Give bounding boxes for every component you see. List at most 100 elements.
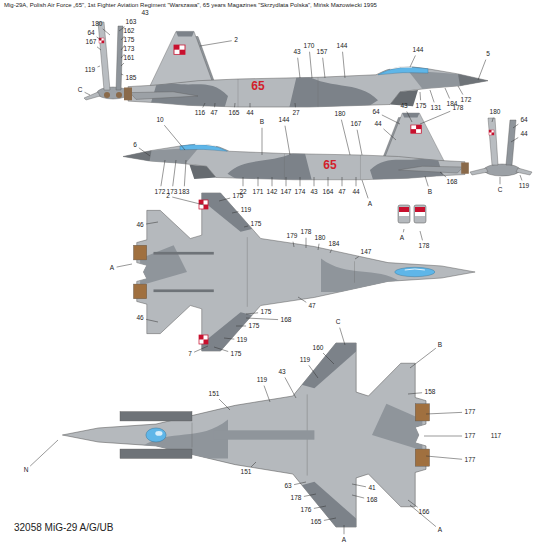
- callout-number: 151: [241, 469, 252, 476]
- view-letter: A: [342, 537, 346, 544]
- leader-line: [262, 128, 263, 155]
- callout-number: 175: [416, 103, 427, 110]
- callout-number: 144: [413, 47, 424, 54]
- leader-line: [243, 177, 244, 186]
- leader-line: [304, 494, 316, 496]
- leader-line: [117, 264, 132, 267]
- leader-line: [173, 160, 176, 186]
- callout-number: 177: [465, 433, 476, 440]
- callout-number: 177: [465, 409, 476, 416]
- side-view: [124, 31, 488, 113]
- callout-number: 5: [486, 51, 490, 58]
- leader-line: [164, 125, 185, 150]
- callout-number: 178: [301, 229, 312, 236]
- callout-number: 178: [453, 105, 464, 112]
- wing-insignia: [199, 335, 208, 344]
- leader-line: [250, 103, 251, 107]
- callout-number: 27: [292, 110, 299, 117]
- leader-line: [318, 244, 319, 250]
- leader-line: [520, 175, 522, 180]
- leader-line: [85, 92, 90, 95]
- leader-line: [513, 124, 518, 128]
- callout-number: 172: [461, 97, 472, 104]
- leader-line: [440, 172, 446, 177]
- leader-line: [309, 365, 318, 378]
- callout-number: 144: [337, 43, 348, 50]
- callout-number: 174: [295, 189, 306, 196]
- callout-number: 184: [329, 241, 340, 248]
- rear-view: [488, 118, 498, 165]
- bottom-view: [120, 449, 192, 458]
- leader-line: [408, 393, 422, 394]
- rear-view: [116, 26, 123, 90]
- top-view: [395, 267, 435, 276]
- leader-line: [310, 52, 312, 78]
- callout-number: 41: [368, 485, 375, 492]
- leader-line: [383, 129, 396, 140]
- bottom-view: [155, 431, 162, 436]
- callout-number: 63: [284, 483, 291, 490]
- rear-view: [98, 22, 110, 90]
- side-view: [123, 113, 469, 185]
- leader-line: [285, 126, 290, 155]
- callout-number: 176: [301, 507, 312, 514]
- intake-covers: [399, 212, 409, 216]
- leader-line: [340, 328, 345, 345]
- top-view: [133, 185, 475, 359]
- leader-line: [408, 500, 418, 507]
- leader-line: [244, 226, 248, 227]
- leader-line: [172, 197, 204, 205]
- callout-number: 147: [361, 249, 372, 256]
- leader-line: [194, 346, 208, 352]
- callout-number: 44: [246, 110, 253, 117]
- callout-number: 116: [195, 110, 205, 117]
- leader-line: [246, 318, 278, 320]
- leader-line: [492, 118, 493, 122]
- callout-number: 119: [237, 337, 247, 344]
- rear-view: [99, 38, 104, 43]
- leader-line: [203, 103, 205, 108]
- wing-insignia: [199, 200, 208, 209]
- bottom-view: [62, 334, 429, 537]
- leader-line: [184, 160, 186, 186]
- callout-number: 180: [335, 111, 346, 118]
- leader-line: [426, 456, 462, 459]
- callout-number: 168: [367, 497, 378, 504]
- callout-number: 119: [519, 183, 529, 190]
- callout-number: 165: [229, 110, 240, 117]
- callout-number: 161: [124, 55, 135, 62]
- view-letter: B: [438, 342, 442, 349]
- sheet-number: 32058 MiG-29 A/G/UB: [14, 523, 114, 533]
- callout-number: 180: [490, 109, 501, 116]
- wing-insignia: [199, 335, 208, 344]
- leader-line: [425, 176, 428, 186]
- view-letter: N: [24, 467, 29, 474]
- leader-line: [323, 58, 325, 78]
- callout-number: 175: [249, 323, 260, 330]
- view-letter: B: [260, 119, 264, 126]
- callout-number: 46: [136, 222, 143, 229]
- sheet-title: Mig-29A, Polish Air Force „65", 1st Figh…: [4, 2, 377, 8]
- leader-line: [458, 86, 463, 95]
- leader-line: [264, 386, 270, 402]
- callout-number: 162: [124, 28, 135, 35]
- rear-view: [84, 92, 100, 100]
- callout-number: 44: [520, 131, 527, 138]
- leader-line: [314, 506, 326, 508]
- intake-covers: [399, 207, 409, 212]
- callout-number: 183: [179, 189, 190, 196]
- leader-line: [121, 74, 123, 76]
- top-view: [154, 289, 214, 292]
- callout-number: 180: [92, 21, 103, 28]
- callout-number: 44: [352, 189, 359, 196]
- leader-line: [342, 177, 343, 186]
- leader-line: [121, 63, 124, 66]
- leader-line: [251, 462, 256, 467]
- leader-line: [293, 242, 295, 247]
- leader-line: [219, 399, 230, 410]
- leader-line: [420, 92, 422, 100]
- wing-insignia: [199, 200, 208, 209]
- leader-line: [272, 177, 273, 186]
- rear-view: [104, 92, 110, 98]
